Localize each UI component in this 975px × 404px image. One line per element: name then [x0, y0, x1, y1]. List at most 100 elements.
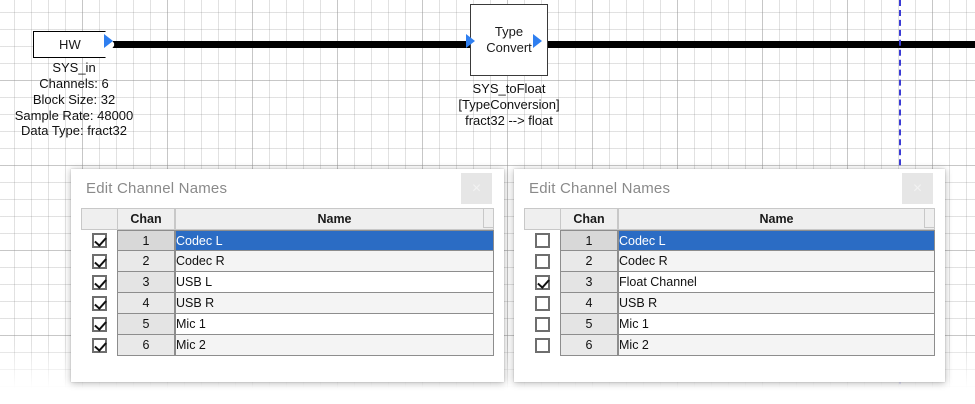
- cell-name[interactable]: Mic 1: [618, 314, 935, 335]
- cell-chan[interactable]: 3: [560, 272, 618, 293]
- typeconvert-output-port-icon[interactable]: [533, 34, 542, 48]
- block-type-convert-caption: SYS_toFloat [TypeConversion] fract32 -->…: [425, 81, 593, 129]
- scrollbar-right[interactable]: [924, 208, 935, 228]
- checkbox-unchecked-icon[interactable]: [534, 233, 550, 249]
- row-checkbox-cell[interactable]: [524, 314, 560, 335]
- row-checkbox-cell[interactable]: [81, 251, 117, 272]
- column-header-checkbox[interactable]: [81, 208, 117, 230]
- row-checkbox-cell[interactable]: [81, 335, 117, 356]
- checkbox-checked-icon[interactable]: [91, 233, 107, 249]
- checkbox-checked-icon[interactable]: [91, 275, 107, 291]
- cell-name[interactable]: Codec R: [618, 251, 935, 272]
- column-header-name[interactable]: Name: [175, 208, 494, 230]
- cell-chan[interactable]: 6: [117, 335, 175, 356]
- column-header-chan[interactable]: Chan: [117, 208, 175, 230]
- column-header-checkbox[interactable]: [524, 208, 560, 230]
- block-hw-caption: SYS_in Channels: 6 Block Size: 32 Sample…: [0, 60, 148, 139]
- wire-hw-to-typeconvert: [108, 41, 473, 48]
- checkbox-checked-icon[interactable]: [91, 338, 107, 354]
- checkbox-unchecked-icon[interactable]: [534, 338, 550, 354]
- dialog-right-titlebar[interactable]: Edit Channel Names ×: [514, 169, 945, 208]
- cell-chan[interactable]: 1: [117, 230, 175, 251]
- row-checkbox-cell[interactable]: [524, 335, 560, 356]
- tc-caption-type: [TypeConversion]: [458, 96, 560, 112]
- cell-chan[interactable]: 3: [117, 272, 175, 293]
- cell-name[interactable]: USB R: [175, 293, 494, 314]
- cell-chan[interactable]: 2: [560, 251, 618, 272]
- row-checkbox-cell[interactable]: [81, 314, 117, 335]
- hw-caption-samplerate: Sample Rate: 48000: [14, 107, 134, 123]
- block-hw-label: HW: [58, 37, 82, 52]
- column-header-name[interactable]: Name: [618, 208, 935, 230]
- cell-name[interactable]: Mic 2: [175, 335, 494, 356]
- cell-chan[interactable]: 4: [117, 293, 175, 314]
- row-checkbox-cell[interactable]: [81, 293, 117, 314]
- tc-caption-conversion: fract32 --> float: [465, 112, 553, 128]
- checkbox-checked-icon[interactable]: [91, 296, 107, 312]
- checkbox-checked-icon[interactable]: [534, 275, 550, 291]
- cell-chan[interactable]: 4: [560, 293, 618, 314]
- row-checkbox-cell[interactable]: [81, 230, 117, 251]
- cell-name[interactable]: Mic 2: [618, 335, 935, 356]
- hw-output-port-icon[interactable]: [104, 34, 113, 48]
- checkbox-checked-icon[interactable]: [91, 254, 107, 270]
- block-type-convert-label-line1: Type: [494, 23, 524, 39]
- cell-name[interactable]: Codec L: [175, 230, 494, 251]
- tc-caption-name: SYS_toFloat: [472, 81, 546, 96]
- close-icon[interactable]: ×: [461, 173, 492, 204]
- cell-name[interactable]: Codec L: [618, 230, 935, 251]
- cell-name[interactable]: Float Channel: [618, 272, 935, 293]
- row-checkbox-cell[interactable]: [524, 293, 560, 314]
- cell-chan[interactable]: 5: [117, 314, 175, 335]
- cell-chan[interactable]: 6: [560, 335, 618, 356]
- row-checkbox-cell[interactable]: [524, 230, 560, 251]
- checkbox-unchecked-icon[interactable]: [534, 296, 550, 312]
- scrollbar-left[interactable]: [483, 208, 494, 228]
- checkbox-unchecked-icon[interactable]: [534, 254, 550, 270]
- dialog-left-titlebar[interactable]: Edit Channel Names ×: [71, 169, 504, 208]
- checkbox-checked-icon[interactable]: [91, 317, 107, 333]
- cell-name[interactable]: Mic 1: [175, 314, 494, 335]
- hw-caption-datatype: Data Type: fract32: [21, 123, 127, 139]
- hw-caption-name: SYS_in: [52, 60, 96, 75]
- block-type-convert-label-line2: Convert: [486, 40, 532, 55]
- cell-chan[interactable]: 5: [560, 314, 618, 335]
- row-checkbox-cell[interactable]: [81, 272, 117, 293]
- typeconvert-input-port-icon[interactable]: [466, 34, 475, 48]
- dialog-right-title: Edit Channel Names: [529, 180, 671, 197]
- block-hw[interactable]: HW: [33, 31, 115, 58]
- cell-name[interactable]: USB R: [618, 293, 935, 314]
- hw-caption-blocksize: Block Size: 32: [32, 91, 116, 107]
- cell-chan[interactable]: 2: [117, 251, 175, 272]
- cell-name[interactable]: USB L: [175, 272, 494, 293]
- dialog-left-title: Edit Channel Names: [86, 180, 228, 197]
- close-icon[interactable]: ×: [902, 173, 933, 204]
- row-checkbox-cell[interactable]: [524, 272, 560, 293]
- row-checkbox-cell[interactable]: [524, 251, 560, 272]
- checkbox-unchecked-icon[interactable]: [534, 317, 550, 333]
- wire-typeconvert-output: [537, 41, 975, 48]
- table-header-row: Chan Name: [524, 208, 935, 230]
- cell-name[interactable]: Codec R: [175, 251, 494, 272]
- column-header-chan[interactable]: Chan: [560, 208, 618, 230]
- cell-chan[interactable]: 1: [560, 230, 618, 251]
- hw-caption-channels: Channels: 6: [39, 75, 109, 91]
